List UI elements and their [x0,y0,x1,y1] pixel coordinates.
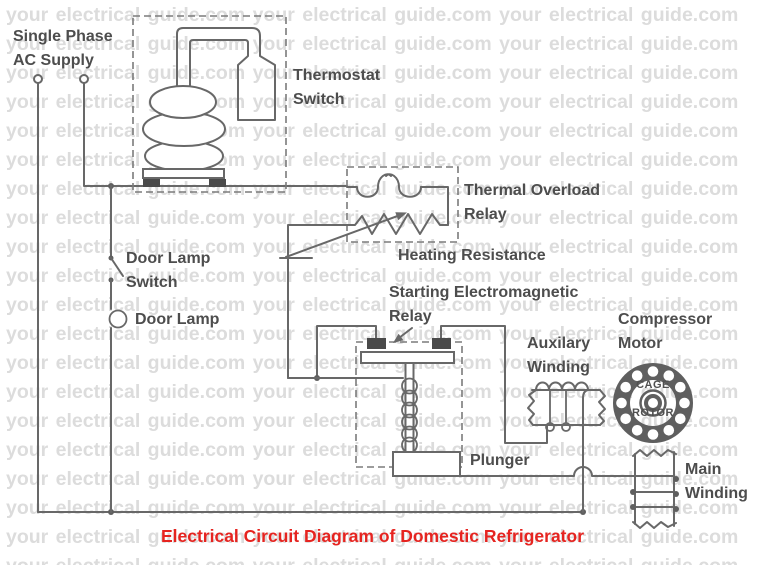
relay-label-arrowhead [393,333,404,343]
relay-coil-turn [401,401,418,419]
relay-right-feed [440,325,548,444]
rotor-hole [679,397,690,409]
door-lamp-label: Door Lamp [135,311,220,328]
aux-winding-hook [561,422,571,432]
starting-relay-dashed-box [355,341,463,468]
overload-contact-output [420,186,449,226]
rotor-ring [613,363,693,443]
starting-relay-label: Starting Electromagnetic Relay [389,284,579,325]
thermostat-switch-label: Thermostat Switch [293,67,381,108]
winding-wrap-dot [630,504,636,510]
resistance-arrow [285,213,404,258]
rotor-hole [663,370,675,382]
motor-rotor-group [613,363,693,443]
rotor-hole [616,397,627,409]
relay-left-feed [316,325,377,379]
heating-resistance-zigzag [287,213,449,379]
aux-winding-hook [545,422,555,432]
winding-wrap-dot [673,491,679,497]
diagram-title: Electrical Circuit Diagram of Domestic R… [160,526,585,546]
supply-label: Single Phase AC Supply [13,28,113,69]
rotor-hole [647,429,659,440]
capillary-tube-and-bulb [176,27,276,121]
switch-blade [110,257,124,277]
plunger-label: Plunger [470,452,530,469]
starting-relay-group [287,325,548,477]
main-winding-feed-with-hop [459,466,636,477]
main-winding-torn-top [632,449,677,457]
rotor-hub-inner [644,394,662,412]
door-lamp-switch-label: Door Lamp Switch [126,250,211,291]
thermostat-contact-left [143,179,160,187]
supply-terminal-2 [79,74,89,84]
main-winding-group [459,449,679,529]
rotor-hole [620,413,631,425]
aux-winding-torn-left-edge [527,389,537,426]
rotor-hole [647,366,659,377]
winding-wrap-dot [673,506,679,512]
thermostat-switch-group [132,15,287,193]
overload-contact-left [346,173,392,198]
rotor-hole [620,381,631,393]
overload-relay-dashed-box [346,166,459,243]
overload-contact-right [385,173,422,198]
bellows-lobe [149,85,217,119]
resistance-arrowhead [395,212,407,221]
relay-coil-turn [401,425,418,443]
aux-winding-exit-wire [582,389,589,513]
supply-terminal-1 [33,74,43,84]
relay-contact-bar [360,351,455,364]
door-lamp-symbol [108,309,128,329]
relay-coil-turn [401,413,418,431]
aux-winding-torn-right-edge [598,389,606,426]
thermostat-contact-right [209,179,226,187]
thermal-overload-relay-group [279,166,459,379]
relay-coil-turn [401,377,418,395]
relay-coil-turn [401,389,418,407]
supply-line-2 [83,82,348,187]
relay-contact-right [432,338,451,349]
thermal-overload-relay-label: Thermal Overload Relay [464,182,601,223]
plunger-base [392,451,461,477]
rotor-hole [631,425,643,436]
winding-wrap-dot [673,476,679,482]
winding-wrap-dot [630,489,636,495]
aux-winding-loops [535,381,589,391]
main-winding-label: Main Winding [685,461,748,502]
aux-winding-group [527,381,606,513]
compressor-motor-label: Compressor Motor [618,311,713,352]
heating-resistance-label: Heating Resistance [398,247,546,264]
rotor-rotor-label: ROTOR [631,407,675,419]
main-winding-torn-bottom [632,521,677,529]
rotor-hole [675,413,686,425]
door-lamp-group [108,185,128,513]
rotor-hole [675,381,686,393]
rotor-hole [631,370,643,382]
bellows-base-plate [142,168,225,179]
auxiliary-winding-label: Auxilary Winding [527,335,591,376]
rotor-cage-label: CAGE [636,379,670,391]
supply-wires [33,74,586,515]
rotor-hole [663,425,675,436]
relay-contact-left [367,338,386,349]
